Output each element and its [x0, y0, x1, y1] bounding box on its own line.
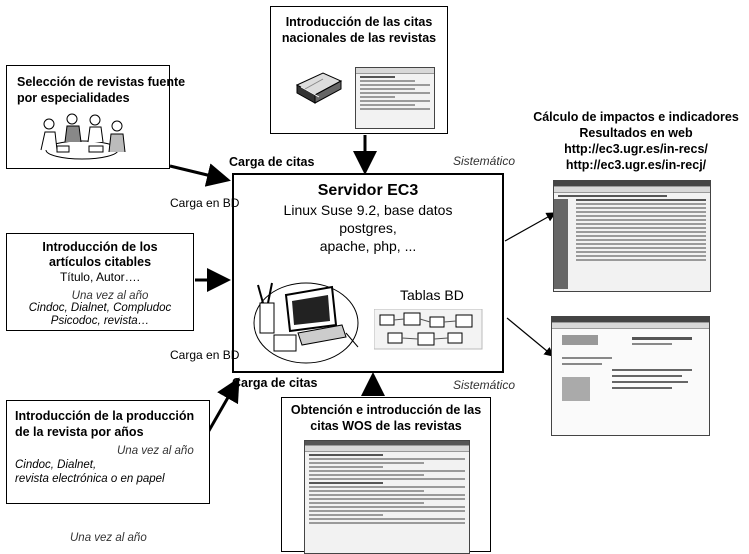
una-vez-label-2: Una vez al año: [117, 445, 194, 457]
right-url1[interactable]: http://ec3.ugr.es/in-recs/: [564, 142, 708, 156]
tables-bd-label: Tablas BD: [400, 287, 464, 303]
web-screenshot: [355, 67, 435, 129]
carga-bd-bottom-label: Carga en BD: [170, 348, 240, 362]
carga-bd-top-label: Carga en BD: [170, 196, 240, 210]
server-line2: postgres,: [339, 220, 397, 236]
box-top-line1: Introducción de las citas: [285, 15, 433, 29]
right-subtitle: Resultados en web: [579, 126, 693, 140]
box-citable-articles: Introducción de los artículos citables T…: [6, 233, 194, 331]
carga-citas-top-label: Carga de citas: [229, 155, 315, 169]
box-left2-title2: artículos citables: [48, 255, 152, 269]
right-url2[interactable]: http://ec3.ugr.es/in-recj/: [565, 158, 707, 172]
server-ec3-box: Servidor EC3 Linux Suse 9.2, base datos …: [232, 173, 504, 373]
server-line3: apache, php, ...: [319, 238, 417, 254]
box-bottom-line2: citas WOS de las revistas: [310, 419, 462, 433]
box-national-citations: Introducción de las citas nacionales de …: [270, 6, 448, 134]
box-left3-sources1: Cindoc, Dialnet,: [15, 459, 97, 471]
box-journal-selection: Selección de revistas fuente por especia…: [6, 65, 185, 169]
carga-citas-bottom-label: Carga de citas: [232, 376, 318, 390]
sistematico-top-label: Sistemático: [453, 154, 516, 168]
sistematico-bottom-label: Sistemático: [453, 378, 516, 392]
box-left3-title2: de la revista por años: [15, 425, 144, 439]
arrow-left1-in: [169, 163, 231, 187]
database-tables-diagram: [374, 309, 483, 350]
una-vez-label-1: Una vez al año: [71, 290, 149, 302]
box-bottom-line1: Obtención e introducción de las: [290, 403, 482, 417]
computer-illustration: [253, 282, 359, 364]
arrow-out-1: [504, 212, 557, 242]
una-vez-label-3: Una vez al año: [70, 532, 147, 544]
box-left1-line1: Selección de revistas fuente: [17, 75, 186, 89]
in-recj-screenshot: [551, 316, 710, 436]
box-journal-production: Introducción de la producción de la revi…: [6, 400, 210, 504]
box-left2-title1: Introducción de los: [42, 240, 158, 254]
box-left2-sources1: Cindoc, Dialnet, Compludoc: [28, 302, 172, 314]
server-line1: Linux Suse 9.2, base datos: [283, 202, 453, 218]
in-recs-screenshot: [553, 180, 711, 292]
books-icon: [295, 72, 343, 104]
arrow-out-2: [506, 317, 554, 357]
wos-screenshot: [304, 440, 470, 554]
box-left3-sources2: revista electrónica o en papel: [15, 473, 165, 485]
box-wos-citations: Obtención e introducción de las citas WO…: [281, 397, 491, 554]
people-meeting-illustration: [40, 113, 126, 160]
box-left2-sources2: Psicodoc, revista…: [50, 315, 150, 327]
box-left3-title1: Introducción de la producción: [15, 409, 195, 423]
box-left2-sub: Título, Autor….: [59, 270, 141, 284]
server-title: Servidor EC3: [317, 182, 419, 199]
box-left1-line2: por especialidades: [17, 91, 130, 105]
box-top-line2: nacionales de las revistas: [281, 31, 437, 45]
right-title: Cálculo de impactos e indicadores: [533, 110, 739, 124]
